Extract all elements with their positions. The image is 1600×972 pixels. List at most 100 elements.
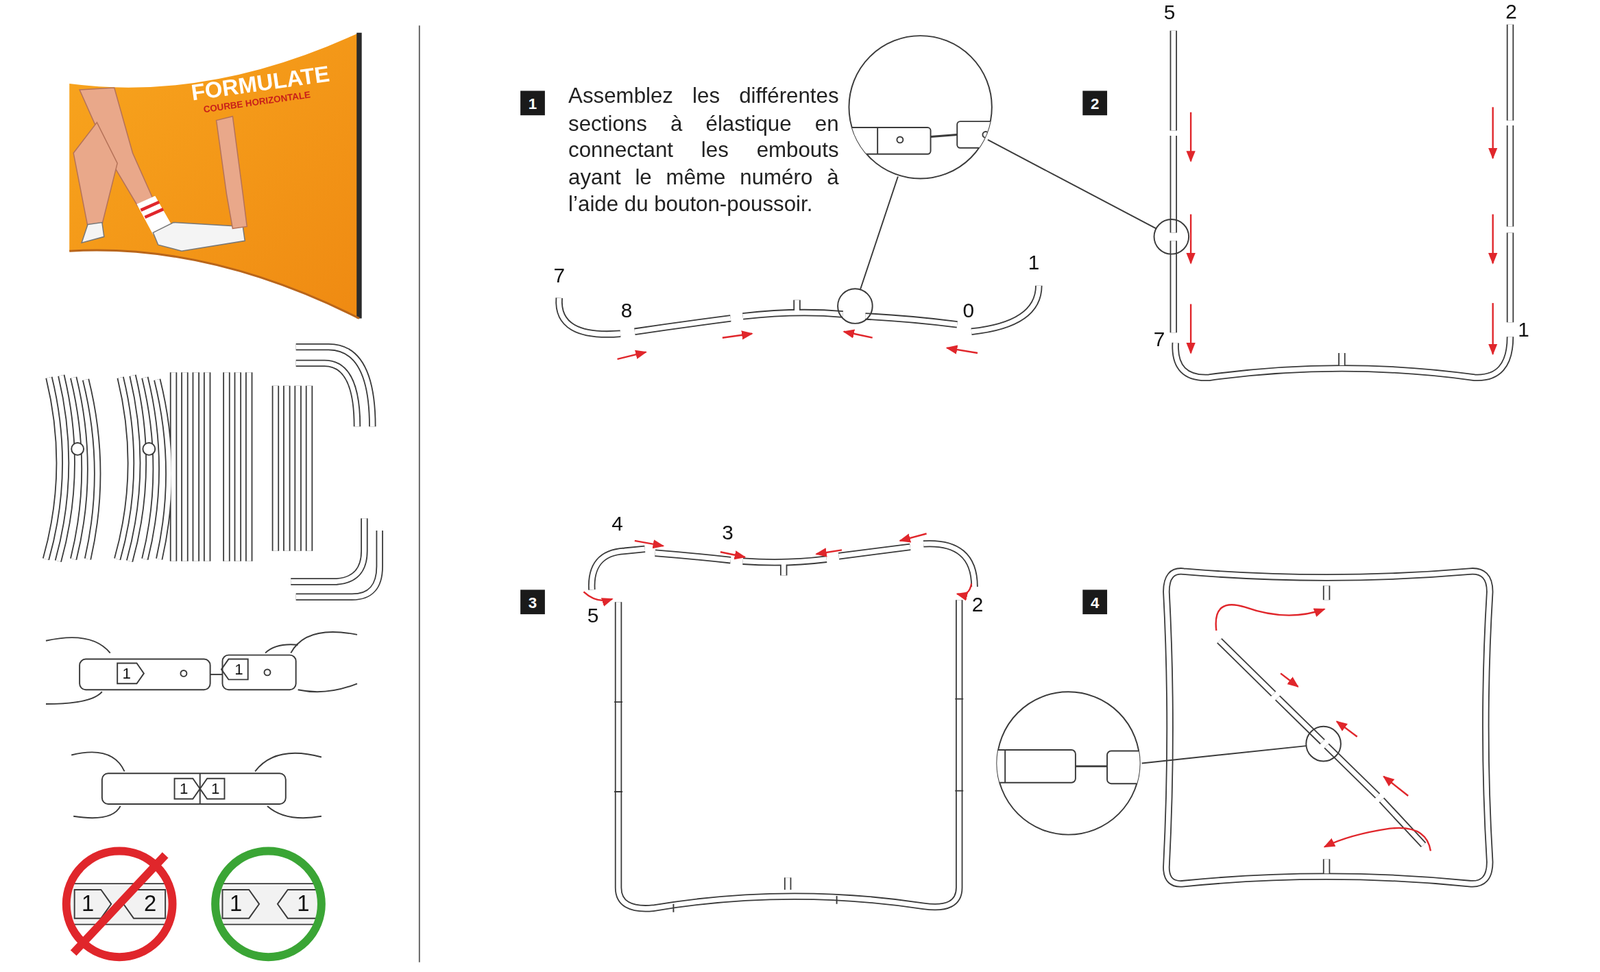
callout-number: 1 <box>1028 250 1040 274</box>
step3-drawing-part-part <box>618 599 960 909</box>
step1-drawing-part <box>722 333 753 338</box>
parts-set-part-part <box>294 385 301 552</box>
callout-number: 1 <box>296 891 310 917</box>
step-badge: 1 <box>520 90 545 116</box>
step3-drawing <box>583 533 975 912</box>
step2-drawing-part <box>1492 106 1494 158</box>
step1-drawing-part-part <box>876 127 879 155</box>
parts-set-part-part <box>144 377 156 560</box>
parts-set-part <box>45 346 380 598</box>
step3-drawing-part-part <box>785 877 791 890</box>
step2-drawing-part-part <box>1508 232 1513 323</box>
step1-drawing-part-part <box>865 316 957 325</box>
step2-drawing-part-part <box>1170 30 1176 131</box>
step1-drawing-part <box>559 285 1040 335</box>
callout-number: 7 <box>1153 327 1166 351</box>
parts-set-part-part <box>73 377 85 560</box>
step1-drawing-part-part <box>896 136 903 143</box>
step3-drawing-part-part <box>923 543 975 587</box>
step1-drawing-part-part <box>743 312 844 317</box>
step2-drawing-part-part <box>1170 135 1176 233</box>
step4-drawing-part <box>1166 571 1490 884</box>
parts-set-part-part <box>284 385 290 552</box>
hands-connecting-part <box>298 683 358 692</box>
step4-drawing-part <box>1324 828 1431 852</box>
product-photo-part <box>216 116 248 229</box>
wrong-right-example-part <box>66 850 173 957</box>
step4-drawing-part-part <box>989 749 1076 783</box>
step3-drawing-part <box>583 591 613 601</box>
step1-drawing-part-part <box>559 298 622 335</box>
step4-drawing-part <box>1336 721 1358 737</box>
parts-set-part-part <box>180 372 188 561</box>
step1-drawing-part-part <box>559 298 622 335</box>
step2-drawing-part <box>1190 214 1192 264</box>
parts-set-part-part <box>296 530 380 598</box>
hands-connecting-part <box>117 663 144 685</box>
step1-drawing-part-part <box>971 285 1039 332</box>
step4-drawing-part-part <box>1107 751 1169 785</box>
callout-number: 2 <box>143 891 157 917</box>
parts-set-part-part <box>290 518 365 582</box>
step1-drawing-part-part <box>634 318 731 332</box>
callout-number: 1 <box>1517 318 1530 341</box>
parts-set-part-part <box>305 385 313 552</box>
hands-connecting-part <box>73 806 120 818</box>
parts-set-part-part <box>156 379 169 560</box>
step3-drawing-part-part <box>923 543 975 587</box>
step1-drawing-part <box>946 348 978 354</box>
wrong-right-example-part <box>222 889 260 919</box>
step4-drawing-part-part <box>1381 800 1424 845</box>
hands-connecting-part <box>222 655 296 691</box>
step3-drawing-part <box>591 543 975 909</box>
step3-drawing-part-part <box>743 559 827 563</box>
step3-drawing-part <box>614 699 964 913</box>
hands-connecting-part <box>79 659 211 691</box>
wrong-right-example <box>65 850 323 957</box>
step4-drawing-part-part <box>1324 858 1330 874</box>
parts-set-part-part <box>144 377 156 560</box>
step3-drawing-part <box>634 540 664 546</box>
step-number: 1 <box>528 95 537 111</box>
parts-set <box>45 346 380 598</box>
step3-drawing-part-part <box>743 559 827 563</box>
parts-set-part-part <box>182 372 188 561</box>
step4-drawing-part <box>1142 745 1307 763</box>
parts-set-part-part <box>235 372 240 561</box>
parts-set-part-part <box>45 377 60 560</box>
parts-set-part-part <box>192 372 200 561</box>
hands-connecting-part <box>264 669 271 676</box>
parts-set-part-part <box>224 372 229 561</box>
step2-drawing-part <box>1154 219 1190 255</box>
wrong-right-example-part <box>215 850 322 957</box>
step4-drawing <box>989 571 1490 884</box>
step4-drawing-part <box>989 749 1169 784</box>
product-photo-part <box>356 32 362 319</box>
step2-drawing <box>987 24 1511 378</box>
step-badge: 2 <box>1082 90 1108 116</box>
step2-drawing-part-part <box>1170 30 1178 131</box>
step1-drawing-part <box>843 331 873 338</box>
step4-drawing-part-part <box>1323 858 1330 874</box>
step4-drawing-part-part <box>1326 745 1378 796</box>
parts-set-part-part <box>295 385 301 552</box>
parts-set-part-part <box>272 385 278 552</box>
parts-set-part-part <box>272 385 280 552</box>
hands-connecting-part <box>200 778 225 800</box>
step2-drawing-part <box>1492 214 1494 264</box>
step1-drawing-part-part <box>930 134 958 137</box>
step3-drawing-part-part <box>784 877 792 890</box>
step2-drawing-part-part <box>1175 336 1511 378</box>
step-number: 4 <box>1090 594 1099 610</box>
step-number: 2 <box>1090 95 1099 111</box>
instruction-text: Assemblez les différentes sections à éla… <box>568 82 839 219</box>
step2-drawing-part-part <box>1506 24 1514 121</box>
parts-set-part-part <box>85 379 98 560</box>
wrong-right-example-part <box>214 883 323 925</box>
step4-drawing-part-part <box>1004 749 1006 783</box>
parts-set-part-part <box>193 372 199 561</box>
callout-number: 2 <box>1505 0 1518 23</box>
parts-set-part-part <box>203 372 211 561</box>
step1-drawing-part-part <box>865 316 957 325</box>
